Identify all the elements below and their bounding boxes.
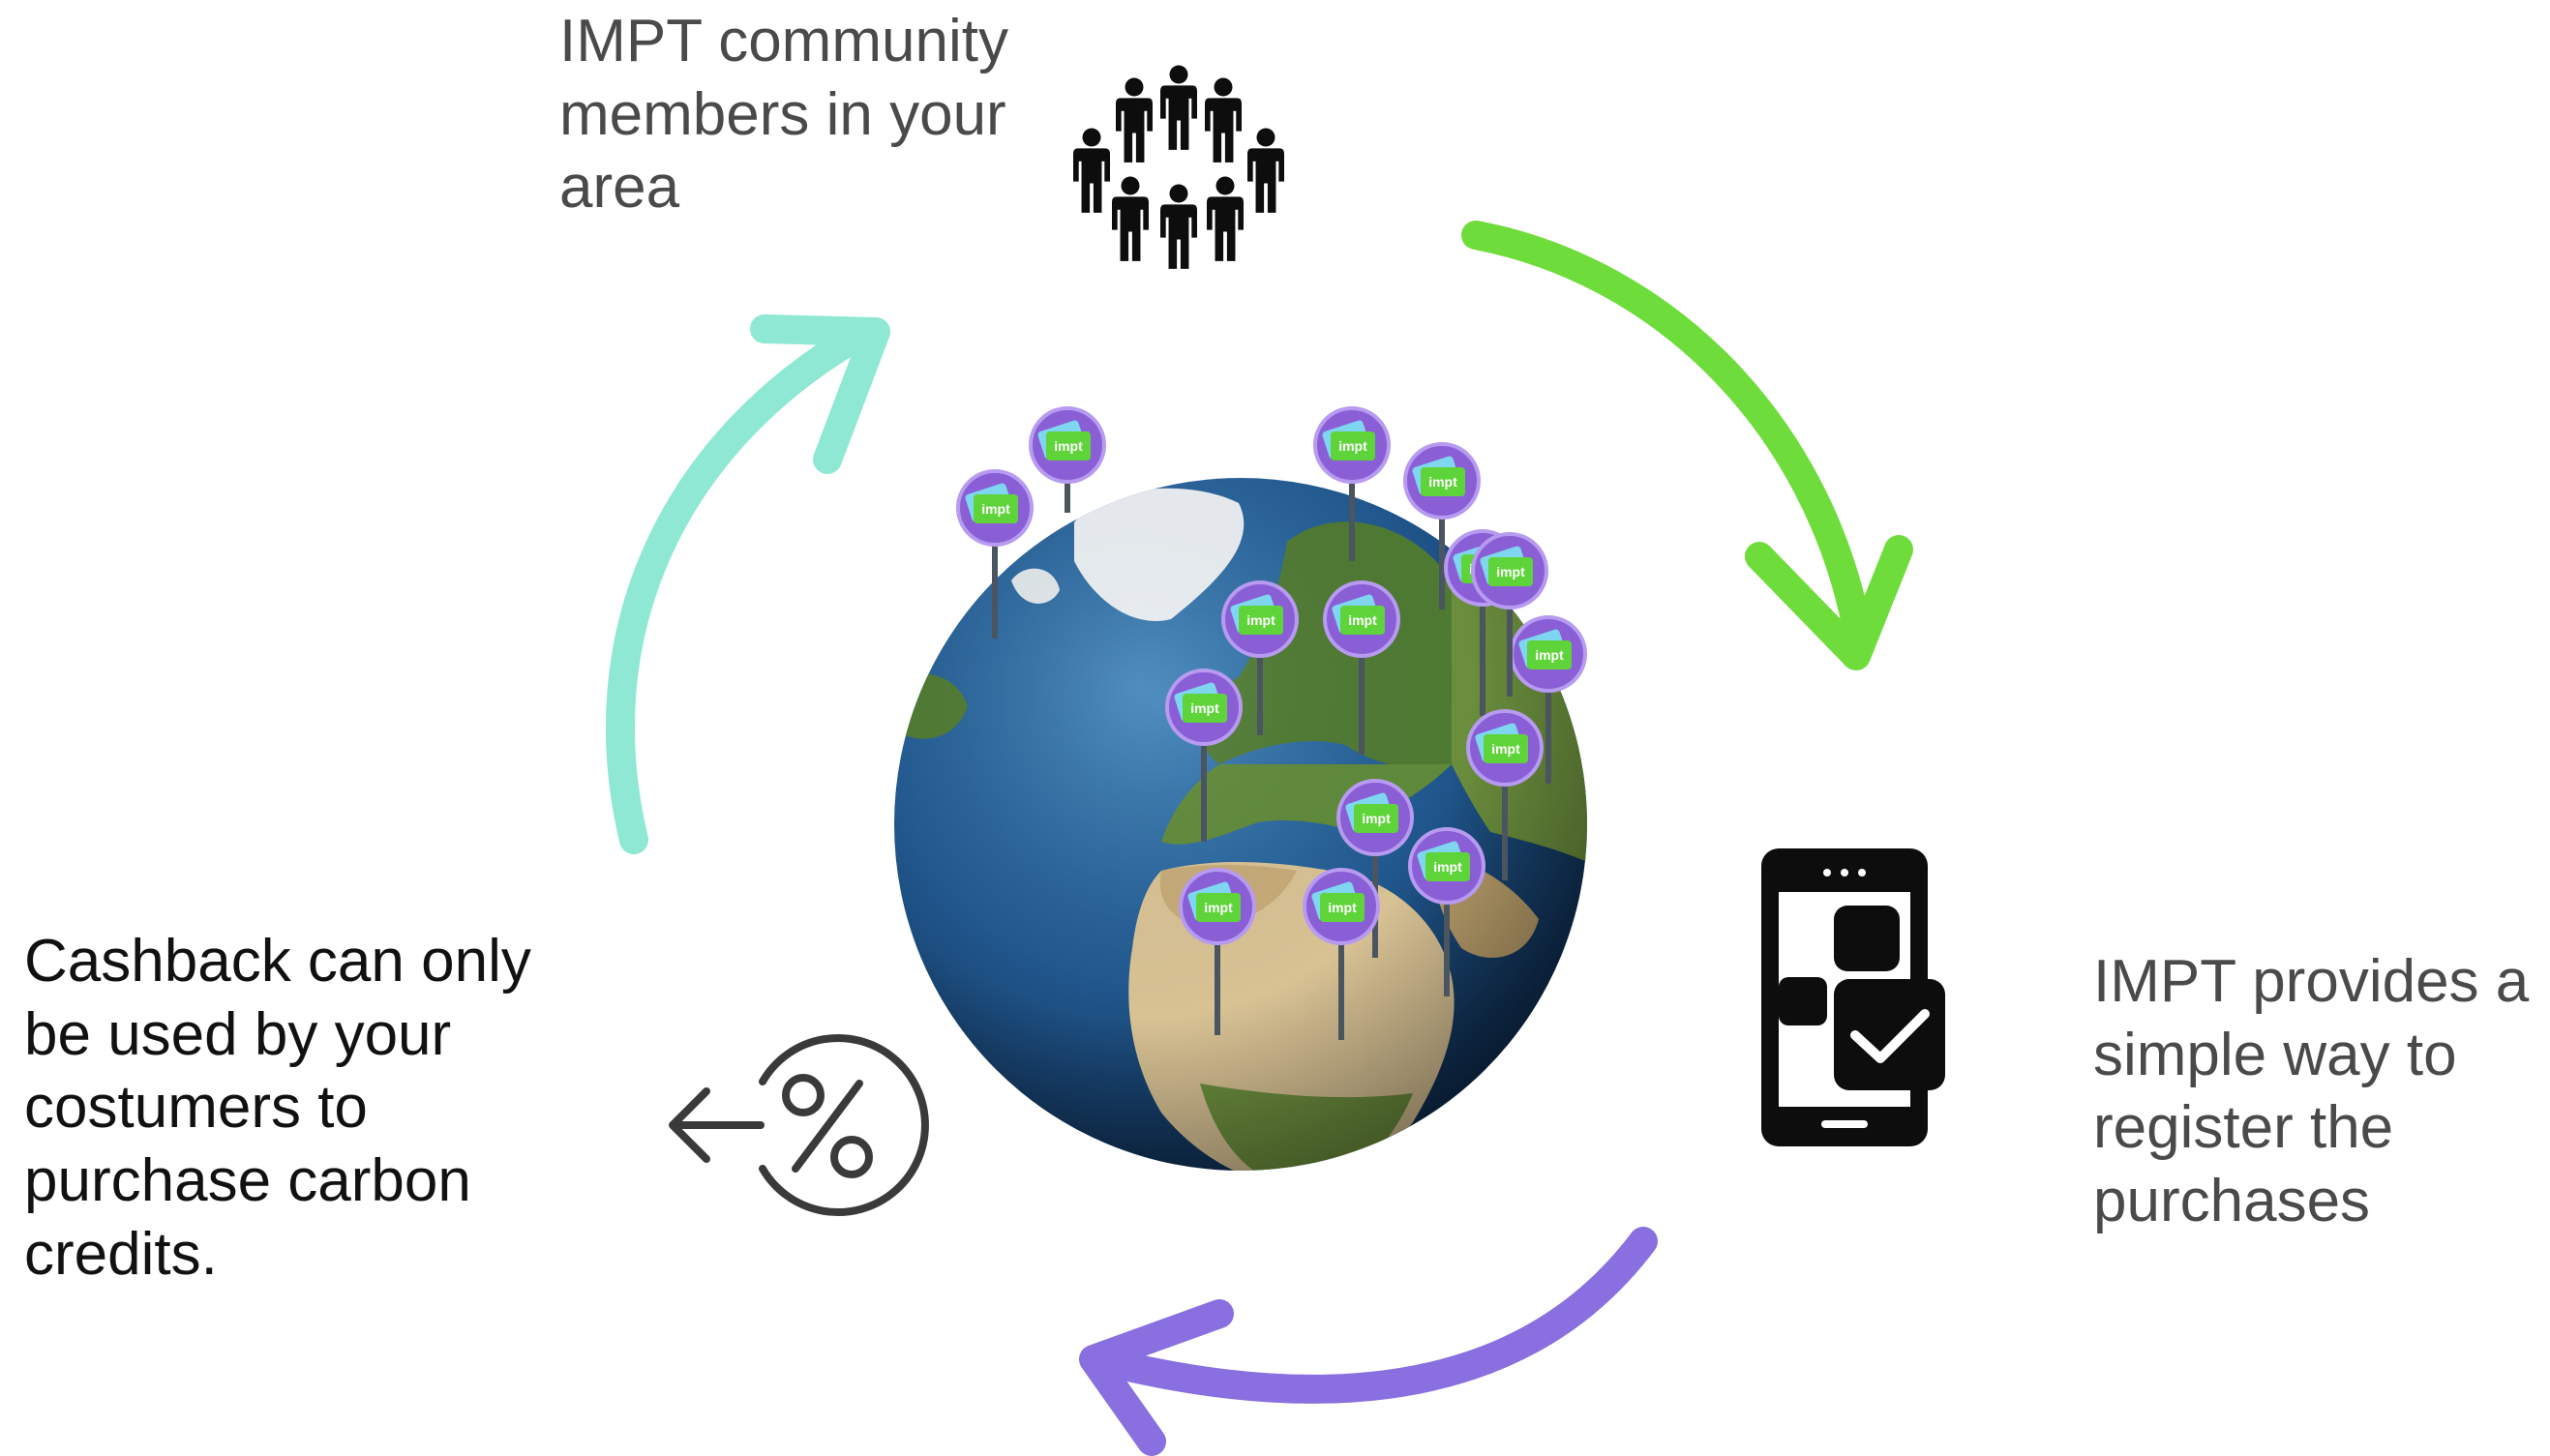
impt-pin: impt <box>1179 868 1256 1035</box>
register-label-line: simple way to <box>2093 1021 2457 1088</box>
impt-pin-logo-text: impt <box>1338 438 1367 454</box>
cashback-label-line: purchase carbon <box>24 1146 471 1214</box>
impt-pin: impt <box>1466 709 1544 880</box>
impt-pin-logo-text: impt <box>1246 612 1275 628</box>
impt-pin: impt <box>1165 669 1243 842</box>
cashback-label-line: be used by your <box>24 1000 452 1068</box>
impt-pin: impt <box>1303 868 1380 1040</box>
impt-pin-logo-text: impt <box>1054 438 1083 454</box>
impt-pin-logo-text: impt <box>981 501 1010 517</box>
cashback-label-line: costumers to <box>24 1074 368 1142</box>
register-label-line: purchases <box>2093 1167 2371 1234</box>
cashback-label-line: credits. <box>24 1220 218 1288</box>
register-label-line: register the <box>2093 1094 2394 1162</box>
cashback-label-line: Cashback can only <box>24 928 531 995</box>
cashback-label: Cashback can only be used by your costum… <box>24 925 531 1291</box>
impt-pin: impt <box>1323 580 1400 755</box>
impt-pin-logo-text: impt <box>1190 700 1219 716</box>
smartphone-check-icon <box>1761 848 1945 1146</box>
register-label-line: IMPT provides a <box>2093 948 2530 1015</box>
impt-pin-logo-text: impt <box>1204 900 1233 915</box>
impt-pin-logo-text: impt <box>1496 564 1525 579</box>
community-label-line: IMPT community <box>559 8 1008 74</box>
impt-pin: impt <box>1408 827 1485 996</box>
impt-pin-logo-text: impt <box>1491 741 1520 757</box>
people-group-icon <box>1073 65 1284 269</box>
impt-pin: impt <box>1403 442 1481 609</box>
impt-pin-logo-text: impt <box>1348 612 1377 628</box>
register-label: IMPT provides a simple way to register t… <box>2093 945 2529 1238</box>
impt-pin: impt <box>1471 532 1548 697</box>
arrow-bottom <box>1079 1227 1658 1456</box>
arrow-top-left <box>605 314 890 854</box>
impt-pin: impt <box>1313 406 1391 561</box>
impt-pin-logo-text: impt <box>1428 474 1457 490</box>
community-label: IMPT community members in your area <box>559 5 1008 224</box>
community-label-line: members in your <box>559 80 1006 148</box>
impt-pin-logo-text: impt <box>1362 811 1391 826</box>
impt-pin: impt <box>956 469 1034 639</box>
impt-pin-logo-text: impt <box>1535 647 1564 663</box>
community-label-line: area <box>559 154 680 222</box>
arrow-top-right <box>1461 221 1913 670</box>
impt-pin: impt <box>1029 406 1106 513</box>
impt-pin: impt <box>1221 580 1299 735</box>
impt-pin-logo-text: impt <box>1328 900 1357 915</box>
percent-arrow-left-icon <box>669 1034 929 1216</box>
impt-pins: impt impt impt impt impt impt impt impt impt impt… <box>956 406 1587 1040</box>
impt-pin-logo-text: impt <box>1433 859 1462 875</box>
